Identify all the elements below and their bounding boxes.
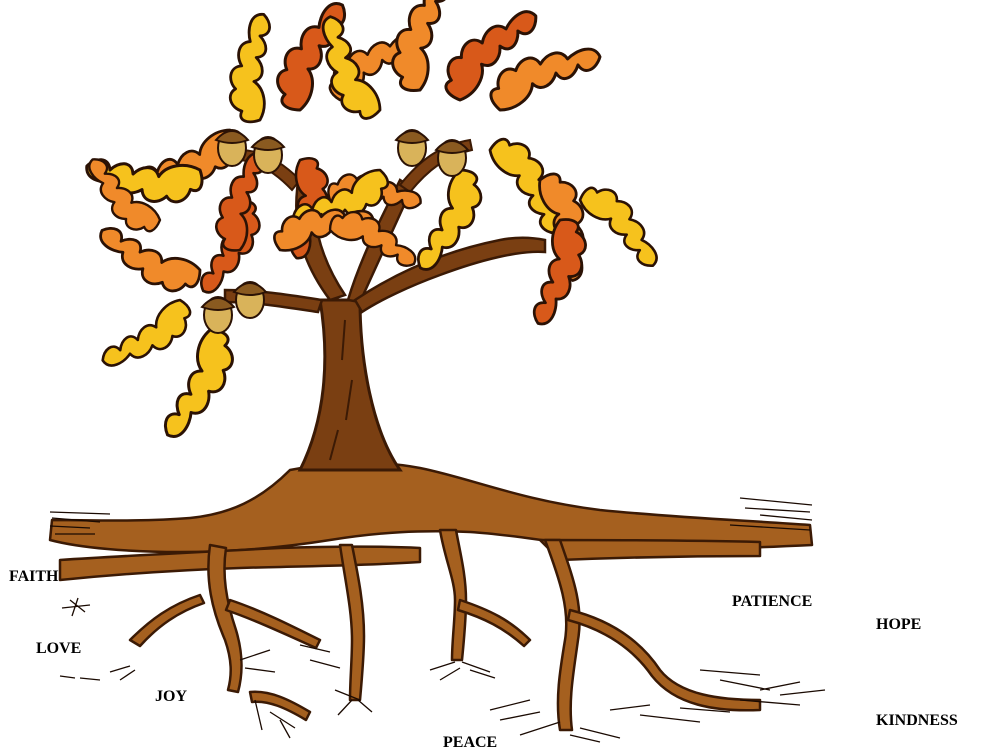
- label-faith: FAITH: [9, 568, 58, 586]
- label-joy: JOY: [155, 688, 187, 706]
- label-kindness: KINDNESS: [876, 712, 958, 730]
- leaf-canopy: [80, 0, 667, 438]
- label-love: LOVE: [36, 640, 81, 658]
- label-hope: HOPE: [876, 616, 921, 634]
- label-peace: PEACE: [443, 734, 497, 752]
- label-patience: PATIENCE: [732, 593, 812, 611]
